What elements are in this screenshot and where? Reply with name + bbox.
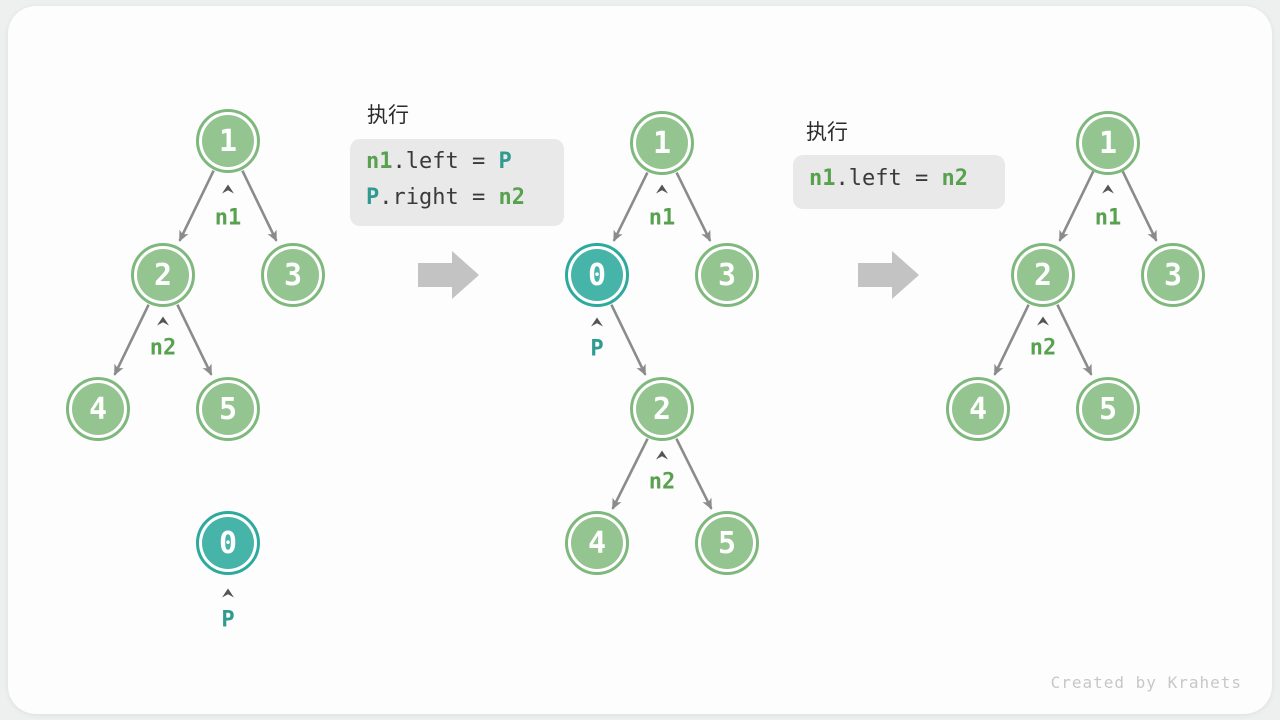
node-value: 3 — [1147, 249, 1199, 301]
credit-text: Created by Krahets — [1050, 673, 1242, 692]
tree-node: 5 — [1076, 377, 1140, 441]
tree-node: 4 — [565, 511, 629, 575]
node-value: 1 — [202, 115, 254, 167]
tree-node: 2 — [630, 377, 694, 441]
pointer-label-n1: n1 — [1094, 205, 1122, 231]
pointer-label-n2: n2 — [1029, 335, 1057, 361]
tree-node: 1 — [630, 111, 694, 175]
exec-caption: 执行 — [806, 120, 848, 144]
node-value: 2 — [137, 249, 189, 301]
pointer-arrow-icon — [157, 316, 169, 326]
node-value: 5 — [701, 517, 753, 569]
right-block-arrow-icon — [418, 251, 479, 299]
code-token-op: .left = — [392, 149, 499, 174]
code-token-p: P — [498, 149, 512, 174]
pointer-arrow-icon — [222, 588, 234, 598]
pointer-arrow-icon — [222, 184, 234, 194]
code-token-p: P — [366, 185, 380, 210]
pointer-label-n1: n1 — [648, 205, 676, 231]
node-value: 5 — [202, 383, 254, 435]
node-value: 5 — [1082, 383, 1134, 435]
tree-node: 3 — [1141, 243, 1205, 307]
tree-node: 2 — [1011, 243, 1075, 307]
pointer-label-n2: n2 — [648, 469, 676, 495]
tree-node: 5 — [196, 377, 260, 441]
code-line: n1.left = n2 — [793, 161, 1005, 197]
tree-node-p: 0 — [196, 511, 260, 575]
pointer-label-n1: n1 — [214, 205, 242, 231]
exec-caption: 执行 — [367, 103, 409, 127]
pointer-label-p: P — [590, 336, 604, 362]
node-value: 3 — [701, 249, 753, 301]
pointer-arrow-icon — [656, 184, 668, 194]
tree-node: 5 — [695, 511, 759, 575]
code-line: P.right = n2 — [350, 180, 564, 216]
code-token-op: .left = — [835, 166, 942, 191]
code-block-2: n1.left = n2 — [793, 155, 1005, 209]
node-value: 2 — [1017, 249, 1069, 301]
tree-node: 1 — [196, 109, 260, 173]
node-value: 0 — [202, 517, 254, 569]
tree-node-p: 0 — [565, 243, 629, 307]
pointer-label-n2: n2 — [149, 335, 177, 361]
tree-node: 3 — [261, 243, 325, 307]
code-token-n1: n1 — [809, 166, 836, 191]
code-line: n1.left = P — [350, 144, 564, 180]
node-value: 3 — [267, 249, 319, 301]
pointer-arrow-icon — [591, 317, 603, 327]
node-value: 1 — [1082, 117, 1134, 169]
tree-node: 4 — [66, 377, 130, 441]
node-value: 0 — [571, 249, 623, 301]
tree-node: 2 — [131, 243, 195, 307]
pointer-arrow-icon — [1102, 184, 1114, 194]
code-token-op: .right = — [379, 185, 499, 210]
code-block-1: n1.left = P P.right = n2 — [350, 139, 564, 226]
tree-node: 1 — [1076, 111, 1140, 175]
background-card — [8, 6, 1272, 714]
pointer-arrow-icon — [1037, 316, 1049, 326]
node-value: 1 — [636, 117, 688, 169]
node-value: 4 — [72, 383, 124, 435]
tree-node: 3 — [695, 243, 759, 307]
pointer-label-p: P — [221, 607, 235, 633]
code-token-n1: n1 — [366, 149, 393, 174]
tree-node: 4 — [946, 377, 1010, 441]
code-token-n2: n2 — [498, 185, 525, 210]
node-value: 4 — [571, 517, 623, 569]
node-value: 4 — [952, 383, 1004, 435]
pointer-arrow-icon — [656, 450, 668, 460]
node-value: 2 — [636, 383, 688, 435]
code-token-n2: n2 — [941, 166, 968, 191]
right-block-arrow-icon — [858, 251, 919, 299]
